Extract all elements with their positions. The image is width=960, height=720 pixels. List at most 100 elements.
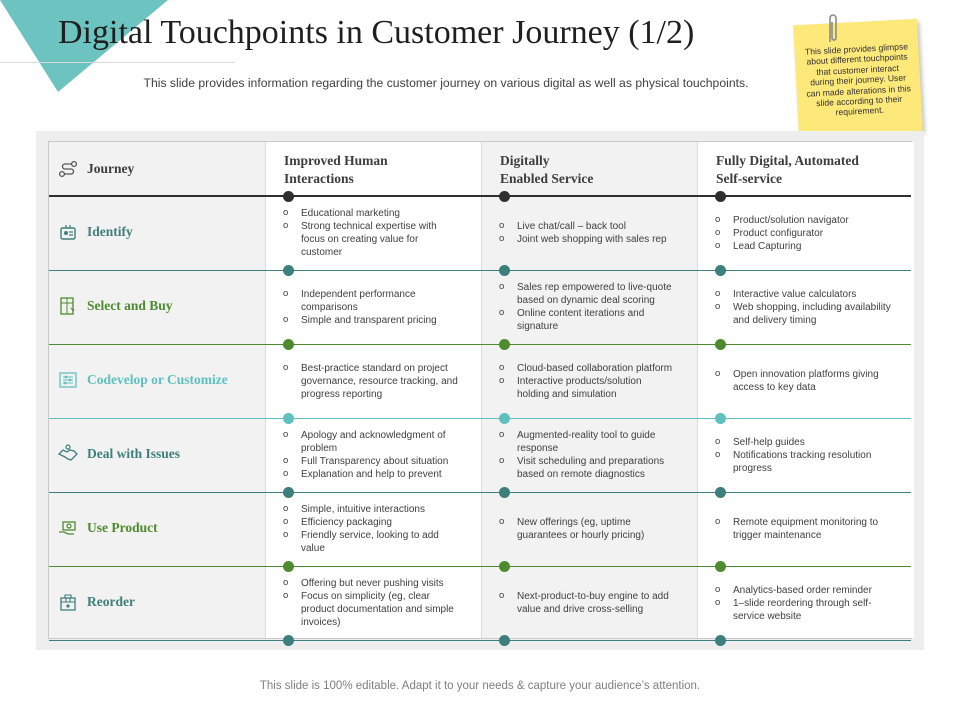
cart-icon xyxy=(60,297,76,315)
list-item: Explanation and help to prevent xyxy=(283,467,459,481)
timeline-dot xyxy=(499,264,510,276)
sticky-note-text: This slide provides glimpse about differ… xyxy=(804,41,912,118)
bullet-list: Analytics-based order reminder1–slide re… xyxy=(715,583,891,623)
bullet-list: Apology and acknowledgment of problemFul… xyxy=(283,428,459,481)
list-item: New offerings (eg, uptime guarantees or … xyxy=(499,515,675,542)
footer-note: This slide is 100% editable. Adapt it to… xyxy=(259,680,701,692)
row-divider xyxy=(49,344,911,345)
header-line: Self-service xyxy=(716,171,782,186)
header-improved-human-interactions: Improved Human Interactions xyxy=(284,152,388,188)
table-cell: Sales rep empowered to live-quote based … xyxy=(499,280,675,333)
list-item: Augmented-reality tool to guide response xyxy=(499,428,675,455)
timeline-dot xyxy=(715,338,726,350)
sticky-note: This slide provides glimpse about differ… xyxy=(793,18,923,138)
page-subtitle: This slide provides information regardin… xyxy=(143,76,749,90)
list-item: Educational marketing xyxy=(283,206,459,220)
table-cell: Next-product-to-buy engine to add value … xyxy=(499,589,675,616)
bullet-list: Cloud-based collaboration platformIntera… xyxy=(499,361,675,401)
table-cell: Best-practice standard on project govern… xyxy=(283,361,459,401)
timeline-dot xyxy=(283,486,294,498)
table-cell: Product/solution navigatorProduct config… xyxy=(715,213,891,253)
journey-table: Journey Improved Human Interactions Digi… xyxy=(48,141,914,646)
list-item: Joint web shopping with sales rep xyxy=(499,232,675,246)
list-item: Notifications tracking resolution progre… xyxy=(715,448,891,475)
row-label: Use Product xyxy=(87,520,158,535)
timeline-dot xyxy=(499,560,510,572)
table-cell: Augmented-reality tool to guide response… xyxy=(499,428,675,481)
bullet-list: Best-practice standard on project govern… xyxy=(283,361,459,401)
title-underline xyxy=(0,62,235,63)
list-item: Independent performance comparisons xyxy=(283,287,459,314)
list-item: Web shopping, including availability and… xyxy=(715,300,891,327)
timeline-dot xyxy=(283,338,294,350)
list-item: Simple and transparent pricing xyxy=(283,313,459,327)
list-item: Efficiency packaging xyxy=(283,515,459,529)
header-journey: Journey xyxy=(87,161,135,176)
table-cell: New offerings (eg, uptime guarantees or … xyxy=(499,515,675,542)
list-item: Simple, intuitive interactions xyxy=(283,502,459,516)
timeline-dot xyxy=(715,634,726,646)
row-label: Identify xyxy=(87,224,133,239)
list-item: Interactive products/solution holding an… xyxy=(499,374,675,401)
table-cell: Offering but never pushing visitsFocus o… xyxy=(283,576,459,629)
list-item: Remote equipment monitoring to trigger m… xyxy=(715,515,891,542)
row-label: Reorder xyxy=(87,594,135,609)
table-cell: Independent performance comparisonsSimpl… xyxy=(283,287,459,327)
timeline-dot xyxy=(283,634,294,646)
header-line: Fully Digital, Automated xyxy=(716,153,859,168)
list-item: Product configurator xyxy=(715,226,891,240)
timeline-dot xyxy=(499,338,510,350)
list-item: Self-help guides xyxy=(715,435,891,449)
row-divider xyxy=(49,640,911,641)
header-digitally-enabled-service: Digitally Enabled Service xyxy=(500,152,593,188)
list-item: Next-product-to-buy engine to add value … xyxy=(499,589,675,616)
list-item: Best-practice standard on project govern… xyxy=(283,361,459,401)
bullet-list: Sales rep empowered to live-quote based … xyxy=(499,280,675,333)
table-cell: Open innovation platforms giving access … xyxy=(715,367,891,394)
bullet-list: Next-product-to-buy engine to add value … xyxy=(499,589,675,616)
bullet-list: Product/solution navigatorProduct config… xyxy=(715,213,891,253)
timeline-dot xyxy=(499,486,510,498)
row-label: Select and Buy xyxy=(87,298,173,313)
id-card-icon xyxy=(60,225,76,240)
row-label: Deal with Issues xyxy=(87,446,181,461)
list-item: Sales rep empowered to live-quote based … xyxy=(499,280,675,307)
bullet-list: Augmented-reality tool to guide response… xyxy=(499,428,675,481)
col-bg-journey xyxy=(49,142,265,638)
bullet-list: Simple, intuitive interactionsEfficiency… xyxy=(283,502,459,555)
row-divider xyxy=(49,270,911,271)
table-cell: Self-help guidesNotifications tracking r… xyxy=(715,435,891,475)
bullet-list: Independent performance comparisonsSimpl… xyxy=(283,287,459,327)
row-divider xyxy=(49,566,911,567)
list-item: Interactive value calculators xyxy=(715,287,891,301)
list-item: Full Transparency about situation xyxy=(283,454,459,468)
timeline-dot xyxy=(715,412,726,424)
table-cell: Analytics-based order reminder1–slide re… xyxy=(715,583,891,623)
table-cell: Interactive value calculatorsWeb shoppin… xyxy=(715,287,891,327)
timeline-dot xyxy=(715,486,726,498)
journey-icon xyxy=(58,160,78,178)
money-hand-icon xyxy=(59,521,76,535)
timeline-dot xyxy=(715,190,726,202)
page-title: Digital Touchpoints in Customer Journey … xyxy=(58,14,695,51)
timeline-dot xyxy=(715,560,726,572)
list-item: Visit scheduling and preparations based … xyxy=(499,454,675,481)
timeline-dot xyxy=(499,634,510,646)
table-cell: Simple, intuitive interactionsEfficiency… xyxy=(283,502,459,555)
list-item: Friendly service, looking to add value xyxy=(283,528,459,555)
list-item: Open innovation platforms giving access … xyxy=(715,367,891,394)
timeline-dot xyxy=(283,412,294,424)
list-item: Offering but never pushing visits xyxy=(283,576,459,590)
header-line: Digitally xyxy=(500,153,550,168)
timeline-dot xyxy=(499,412,510,424)
row-divider xyxy=(49,492,911,493)
header-line: Interactions xyxy=(284,171,354,186)
list-item: Live chat/call – back tool xyxy=(499,219,675,233)
table-cell: Educational marketingStrong technical ex… xyxy=(283,206,459,259)
bullet-list: Offering but never pushing visitsFocus o… xyxy=(283,576,459,629)
header-fully-digital-self-service: Fully Digital, Automated Self-service xyxy=(716,152,859,188)
bullet-list: New offerings (eg, uptime guarantees or … xyxy=(499,515,675,542)
bullet-list: Educational marketingStrong technical ex… xyxy=(283,206,459,259)
row-label: Codevelop or Customize xyxy=(87,372,228,387)
handshake-icon xyxy=(58,444,78,461)
